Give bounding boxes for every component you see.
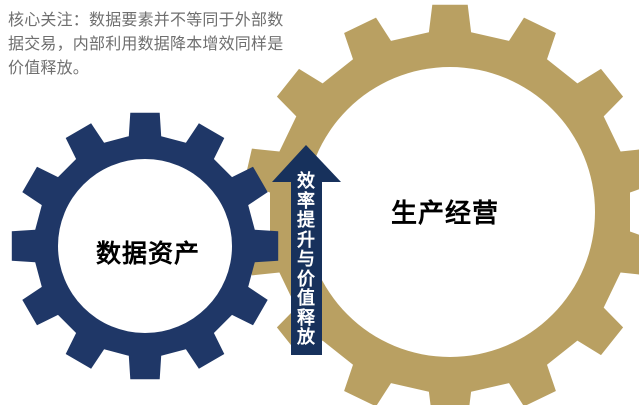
left-gear-icon (11, 112, 279, 380)
data-assets-label: 数据资产 (95, 239, 200, 268)
production-operations-label: 生产经营 (390, 199, 499, 229)
core-focus-note: 核心关注：数据要素并不等同于外部数据交易，内部利用数据降本增效同样是价值释放。 (8, 10, 284, 77)
efficiency-value-release-label: 效率提升与价值释放 (297, 171, 315, 348)
efficiency-arrow-icon (272, 145, 341, 355)
right-gear-icon (244, 4, 639, 405)
